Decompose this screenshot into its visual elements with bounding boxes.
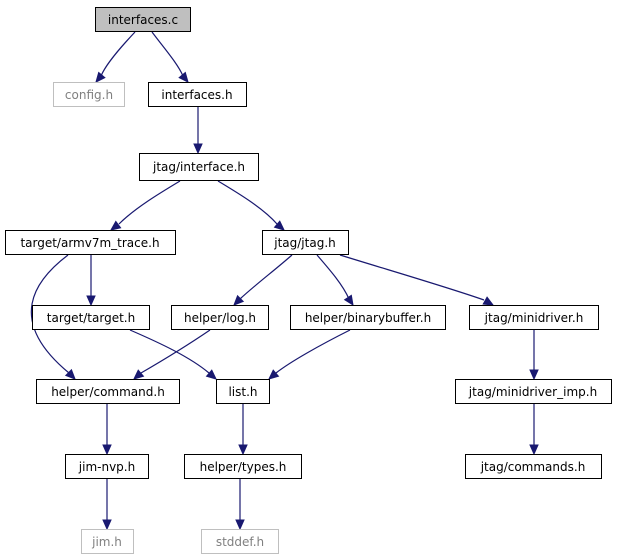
edge-jtag-minidriver-h-to-jtag-minidriver-imp-h (529, 329, 539, 381)
arrowhead (273, 220, 285, 231)
arrowhead (529, 444, 539, 456)
arrowhead (343, 294, 354, 307)
node-config-h[interactable]: config.h (53, 82, 125, 107)
arrowhead (110, 220, 122, 231)
node-jtag-minidriver-imp-h[interactable]: jtag/minidriver_imp.h (455, 379, 612, 404)
edge-interfaces-c-to-interfaces-h (151, 31, 189, 83)
node-jtag-interface-h[interactable]: jtag/interface.h (139, 153, 259, 181)
arrowhead (193, 143, 203, 155)
edge-helper-log-h-to-helper-command-h (133, 329, 211, 380)
node-jtag-minidriver-h[interactable]: jtag/minidriver.h (469, 305, 599, 330)
node-label: jtag/minidriver_imp.h (468, 385, 597, 399)
node-helper-types-h[interactable]: helper/types.h (184, 454, 302, 479)
arrowhead (64, 368, 76, 380)
arrowhead (95, 71, 106, 83)
arrowhead (233, 294, 245, 306)
node-interfaces-h[interactable]: interfaces.h (148, 82, 247, 107)
node-label: target/armv7m_trace.h (20, 236, 159, 250)
edge-target-target-h-to-list-h (129, 329, 217, 380)
node-list-h[interactable]: list.h (216, 379, 270, 404)
node-label: jtag/commands.h (480, 460, 586, 474)
arrowhead (86, 295, 96, 307)
node-jtag-commands-h[interactable]: jtag/commands.h (465, 454, 602, 479)
node-label: jim-nvp.h (78, 460, 135, 474)
edge-jim-nvp-h-to-jim-h (102, 479, 112, 531)
arrowhead (268, 369, 280, 380)
node-helper-log-h[interactable]: helper/log.h (171, 305, 269, 330)
edge-jtag-interface-h-to-target-armv7m-trace-h (110, 180, 181, 231)
edge-jtag-jtag-h-to-helper-log-h (233, 254, 293, 306)
arrowhead (482, 296, 495, 306)
arrowhead (238, 444, 248, 456)
node-jtag-jtag-h[interactable]: jtag/jtag.h (262, 230, 349, 255)
node-target-armv7m-trace-h[interactable]: target/armv7m_trace.h (5, 230, 176, 255)
arrowhead (133, 369, 145, 380)
edge-list-h-to-helper-types-h (238, 404, 248, 456)
edge-jtag-minidriver-imp-h-to-jtag-commands-h (529, 403, 539, 456)
edge-helper-types-h-to-stddef-h (235, 479, 245, 531)
node-target-target-h[interactable]: target/target.h (32, 305, 150, 330)
edge-jtag-jtag-h-to-helper-binarybuffer-h (316, 254, 354, 307)
arrowhead (235, 519, 245, 531)
edges-layer (30, 31, 539, 531)
node-label: stddef.h (216, 535, 264, 549)
node-label: helper/log.h (184, 311, 256, 325)
edge-helper-command-h-to-jim-nvp-h (102, 404, 112, 456)
edge-target-armv7m-trace-h-to-helper-command-h (30, 254, 76, 380)
node-label: jtag/interface.h (152, 160, 245, 174)
node-label: helper/binarybuffer.h (305, 311, 431, 325)
edge-interfaces-h-to-jtag-interface-h (193, 106, 203, 155)
node-label: jtag/minidriver.h (484, 311, 584, 325)
edge-jtag-interface-h-to-jtag-jtag-h (217, 180, 285, 231)
node-label: list.h (228, 385, 257, 399)
edge-target-armv7m-trace-h-to-target-target-h (86, 255, 96, 307)
edge-interfaces-c-to-config-h (95, 31, 136, 83)
arrowhead (529, 369, 539, 381)
arrowhead (205, 369, 217, 380)
node-jim-nvp-h[interactable]: jim-nvp.h (65, 454, 149, 479)
arrowhead (102, 519, 112, 531)
node-interfaces-c[interactable]: interfaces.c (95, 7, 191, 32)
node-label: config.h (65, 88, 113, 102)
node-label: helper/types.h (200, 460, 287, 474)
node-label: helper/command.h (51, 385, 165, 399)
node-label: target/target.h (47, 311, 135, 325)
node-label: jtag/jtag.h (273, 236, 335, 250)
node-jim-h[interactable]: jim.h (81, 529, 134, 554)
node-stddef-h[interactable]: stddef.h (201, 529, 279, 554)
node-helper-binarybuffer-h[interactable]: helper/binarybuffer.h (290, 305, 446, 330)
node-helper-command-h[interactable]: helper/command.h (36, 379, 180, 404)
edge-helper-binarybuffer-h-to-list-h (268, 329, 351, 380)
node-label: interfaces.c (108, 13, 178, 27)
arrowhead (102, 444, 112, 456)
node-label: jim.h (91, 535, 122, 549)
node-label: interfaces.h (161, 88, 232, 102)
edge-jtag-jtag-h-to-jtag-minidriver-h (339, 254, 495, 306)
arrowhead (178, 71, 189, 83)
